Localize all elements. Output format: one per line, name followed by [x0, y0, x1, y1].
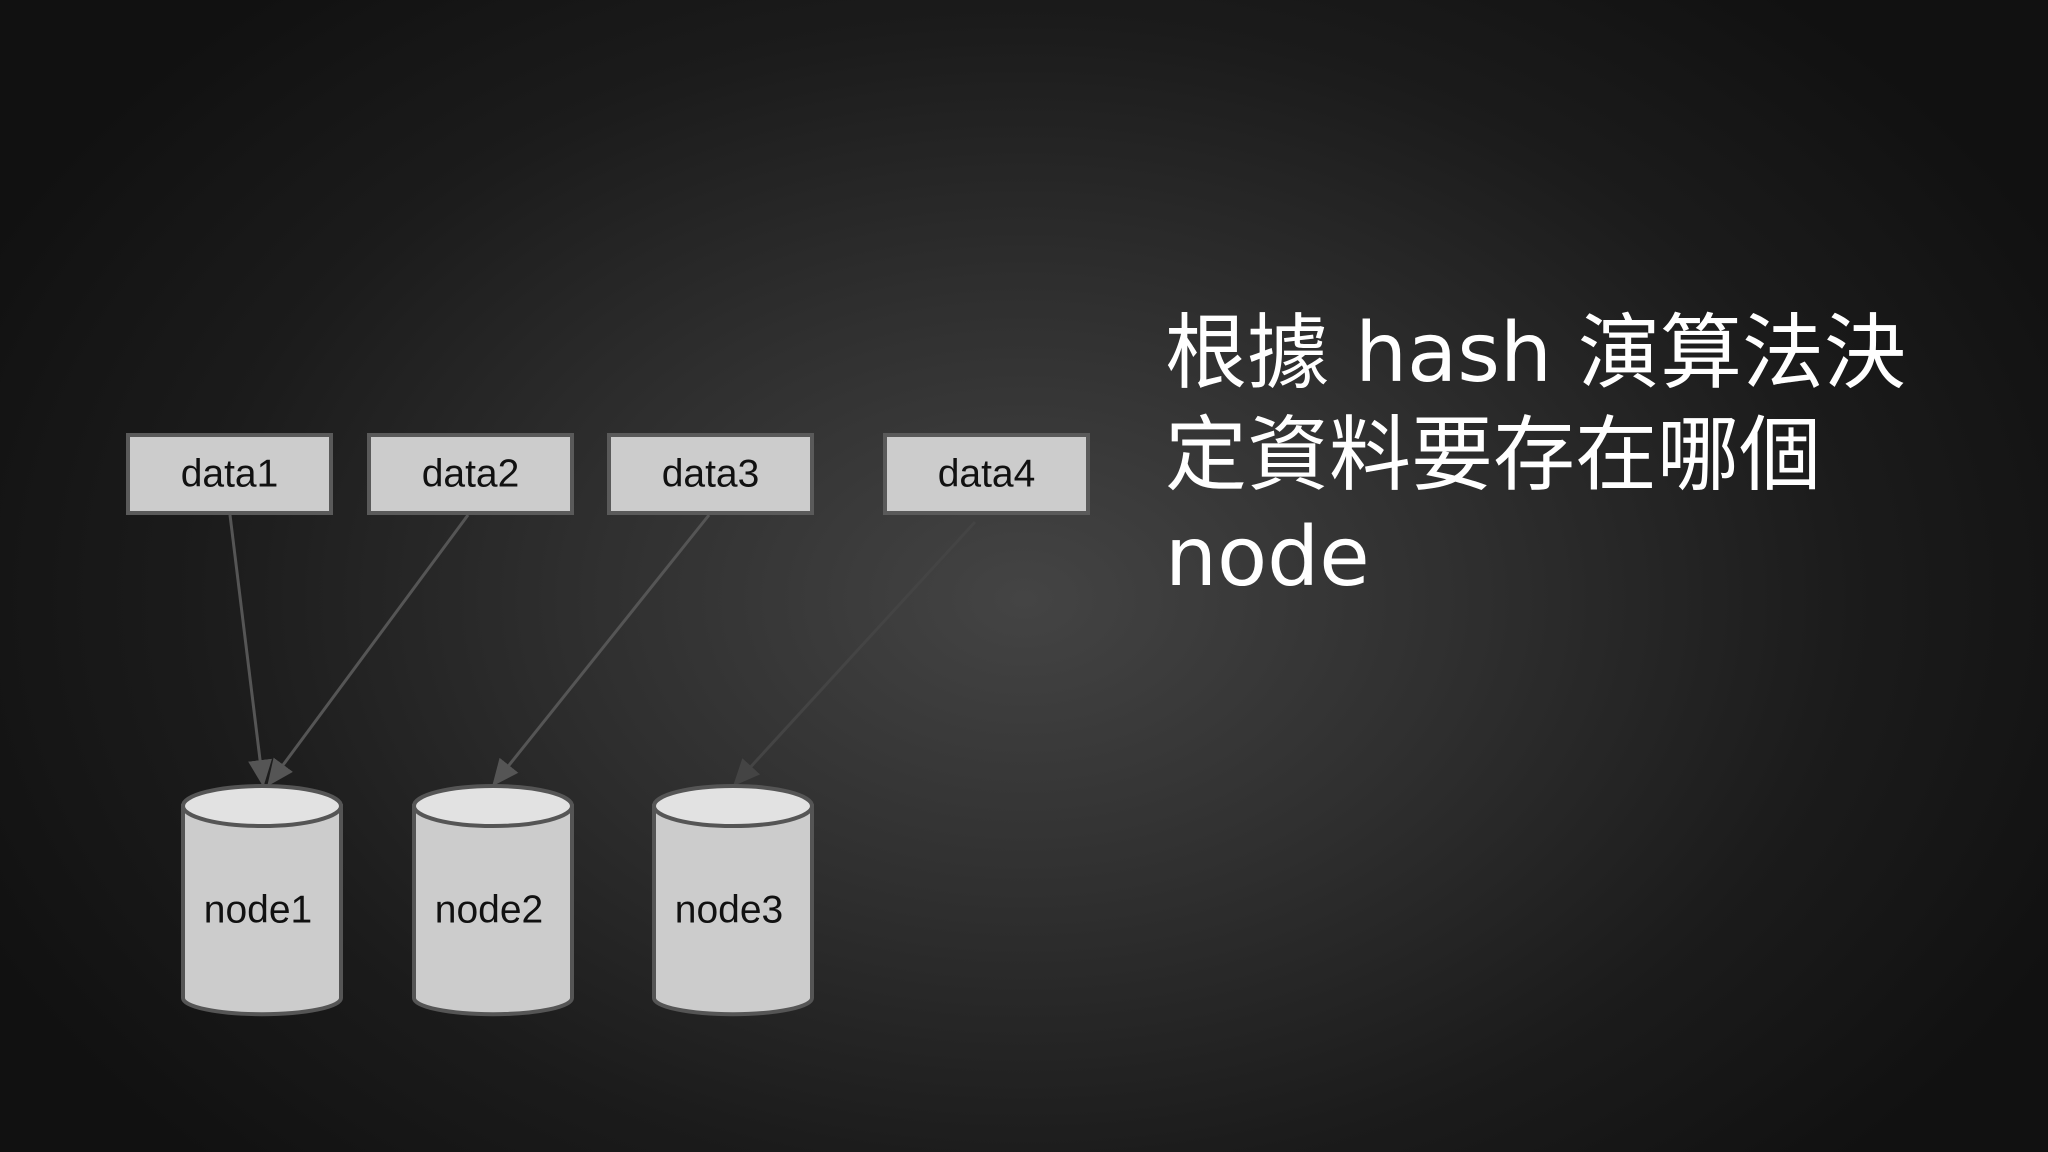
arrows-layer	[228, 514, 977, 787]
data-box-2: data2	[367, 433, 574, 515]
data-box-1: data1	[126, 433, 333, 515]
node-cylinder-2: node2	[412, 784, 574, 1017]
arrow-data4-to-node3	[732, 520, 977, 787]
data-box-1-label: data1	[181, 453, 279, 496]
node-cylinder-1-top	[181, 784, 343, 828]
node-cylinder-3-top	[652, 784, 814, 828]
arrow-data3-to-node2	[492, 514, 711, 787]
node-cylinders: node1 node2 node3	[181, 784, 814, 1017]
node-cylinder-1-body	[181, 804, 343, 1017]
node-cylinder-3-label: node3	[675, 889, 783, 932]
data-box-4-label: data4	[938, 453, 1036, 496]
arrow-data1-to-node1	[228, 514, 272, 787]
data-box-4: data4	[883, 433, 1090, 515]
node-cylinder-1: node1	[181, 784, 343, 1017]
data-box-2-label: data2	[422, 453, 520, 496]
caption-line-1: 根據 hash 演算法決	[1165, 306, 1907, 401]
data-box-3-rect	[607, 433, 814, 515]
node-cylinder-2-label: node2	[435, 889, 543, 932]
data-boxes: data1 data2 data3 data4	[126, 433, 1090, 515]
slide-caption: 根據 hash 演算法決 定資料要存在哪個 node	[1165, 303, 1995, 609]
data-box-2-rect	[367, 433, 574, 515]
data-box-3: data3	[607, 433, 814, 515]
node-cylinder-3: node3	[652, 784, 814, 1017]
caption-line-3: node	[1165, 510, 1370, 605]
data-box-3-label: data3	[662, 453, 760, 496]
node-cylinder-1-label: node1	[204, 889, 312, 932]
node-cylinder-3-body	[652, 804, 814, 1017]
node-cylinder-2-body	[412, 804, 574, 1017]
data-box-4-rect	[883, 433, 1090, 515]
node-cylinder-2-top	[412, 784, 574, 828]
caption-line-2: 定資料要存在哪個	[1165, 408, 1822, 503]
arrow-data2-to-node1	[267, 514, 470, 787]
data-box-1-rect	[126, 433, 333, 515]
